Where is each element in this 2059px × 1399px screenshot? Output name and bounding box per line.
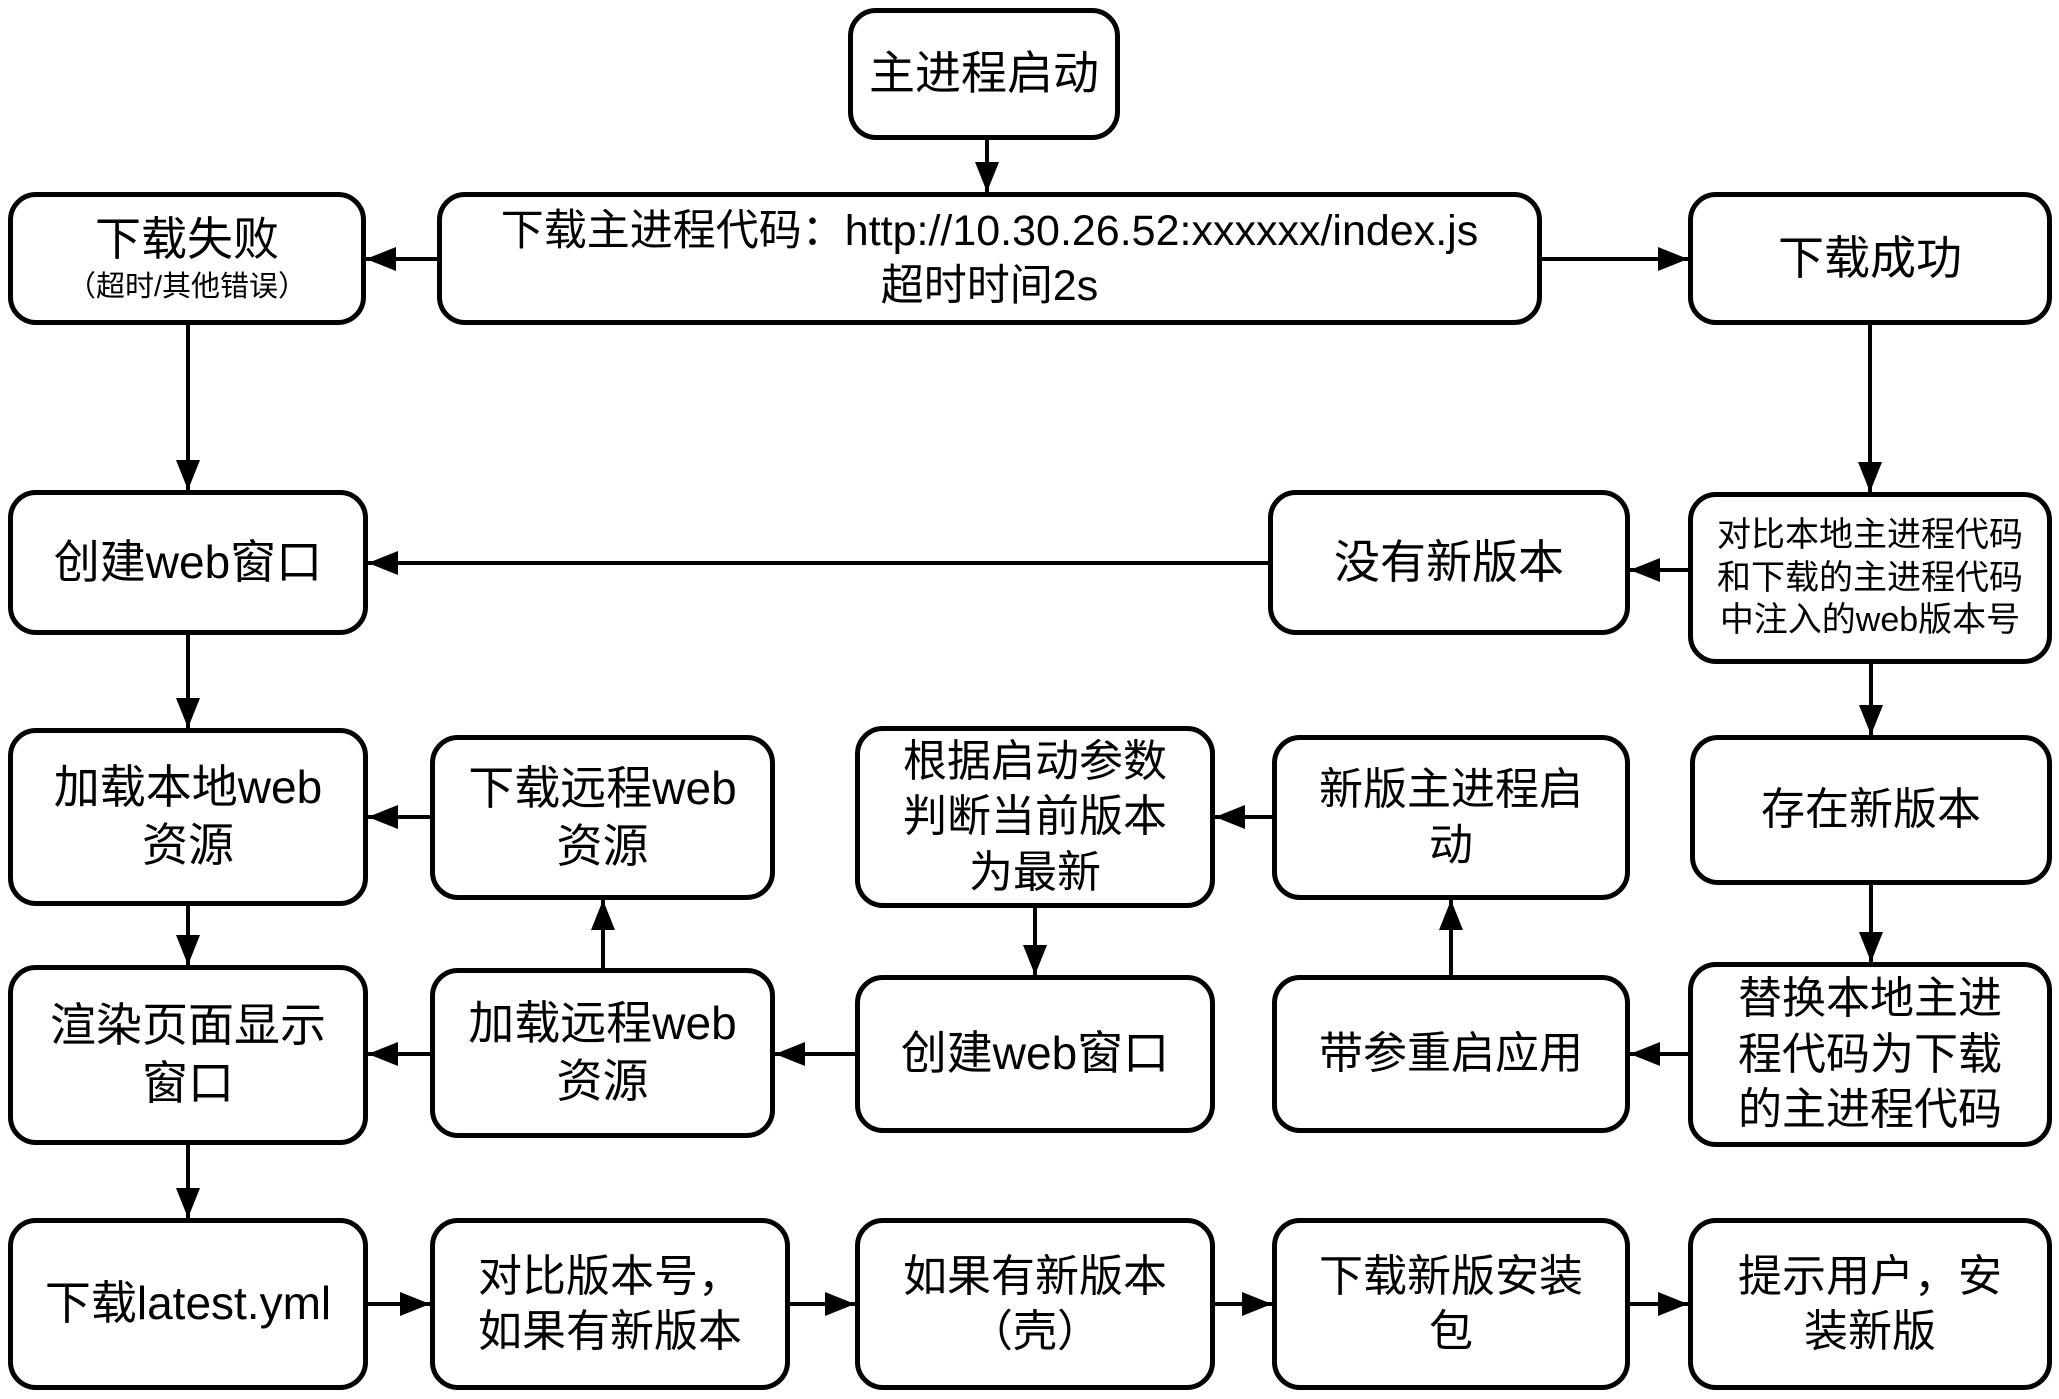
node-download-fail: 下载失败 （超时/其他错误） xyxy=(8,192,366,325)
node-prompt-user: 提示用户，安装新版 xyxy=(1688,1218,2052,1390)
node-label: 加载远程web xyxy=(468,997,737,1050)
node-label: 超时时间2s xyxy=(880,261,1099,310)
node-no-new-version: 没有新版本 xyxy=(1268,490,1630,635)
node-compare-version-num: 对比版本号， 如果有新版本 xyxy=(430,1218,790,1390)
node-label: 程代码为下载 xyxy=(1738,1029,2002,1079)
node-label: 资源 xyxy=(142,819,234,871)
node-label: 如果有新版本 xyxy=(903,1251,1167,1301)
node-label: 带参重启应用 xyxy=(1319,1029,1583,1079)
node-render-page: 渲染页面显示窗口 xyxy=(8,965,368,1145)
node-label: 下载失败 xyxy=(95,213,279,266)
node-label: 下载新版安装 xyxy=(1319,1251,1583,1301)
node-create-window-2: 创建web窗口 xyxy=(855,975,1215,1133)
node-label: 渲染页面显示 xyxy=(50,999,326,1052)
node-download-latest-yml: 下载latest.yml xyxy=(8,1218,368,1390)
node-label: （壳） xyxy=(969,1307,1101,1356)
node-download-code: 下载主进程代码：http://10.30.26.52:xxxxxx/index.… xyxy=(437,192,1542,325)
node-label: 没有新版本 xyxy=(1334,535,1564,588)
node-label: 窗口 xyxy=(142,1057,234,1109)
node-label: 主进程启动 xyxy=(869,47,1099,100)
node-label: 判断当前版本 xyxy=(903,792,1167,842)
node-label: 资源 xyxy=(556,1055,649,1107)
node-label: 创建web窗口 xyxy=(53,535,323,588)
node-label: 下载latest.yml xyxy=(44,1277,332,1330)
node-download-installer: 下载新版安装包 xyxy=(1272,1218,1630,1390)
node-label: 如果有新版本 xyxy=(478,1307,742,1356)
node-label: 为最新 xyxy=(969,847,1101,897)
node-label: 对比本地主进程代码 xyxy=(1717,515,2023,554)
node-label: 和下载的主进程代码 xyxy=(1717,558,2023,597)
node-label: 装新版 xyxy=(1804,1307,1936,1356)
node-label: 下载成功 xyxy=(1778,231,1962,284)
node-label: 资源 xyxy=(556,819,649,872)
node-start: 主进程启动 xyxy=(848,8,1120,140)
node-label: 的主进程代码 xyxy=(1738,1085,2002,1135)
node-label: 创建web窗口 xyxy=(900,1027,1170,1080)
node-label: 根据启动参数 xyxy=(903,736,1167,786)
node-download-ok: 下载成功 xyxy=(1688,192,2052,325)
node-label: 替换本地主进 xyxy=(1738,974,2002,1024)
node-judge-latest: 根据启动参数判断当前版本为最新 xyxy=(855,726,1215,908)
node-label: 对比版本号， xyxy=(478,1251,742,1301)
node-restart-with-args: 带参重启应用 xyxy=(1272,975,1630,1133)
node-label: 中注入的web版本号 xyxy=(1719,601,2021,640)
node-create-window-1: 创建web窗口 xyxy=(8,490,368,635)
node-if-new-shell: 如果有新版本 （壳） xyxy=(855,1218,1215,1390)
node-label: 包 xyxy=(1429,1307,1473,1356)
node-label: 存在新版本 xyxy=(1761,785,1981,835)
node-label: 动 xyxy=(1429,820,1473,870)
node-label: 下载主进程代码：http://10.30.26.52:xxxxxx/index.… xyxy=(500,207,1479,256)
node-label: 下载远程web xyxy=(468,761,737,814)
node-label: 加载本地web xyxy=(53,761,323,814)
node-label: 提示用户，安 xyxy=(1738,1251,2002,1301)
node-has-new-version: 存在新版本 xyxy=(1690,735,2052,885)
node-new-main-start: 新版主进程启动 xyxy=(1272,735,1630,900)
node-label: （超时/其他错误） xyxy=(66,271,308,304)
node-label: 新版主进程启 xyxy=(1319,765,1583,815)
node-replace-code: 替换本地主进程代码为下载的主进程代码 xyxy=(1688,962,2052,1147)
node-compare-version: 对比本地主进程代码和下载的主进程代码中注入的web版本号 xyxy=(1688,492,2052,664)
